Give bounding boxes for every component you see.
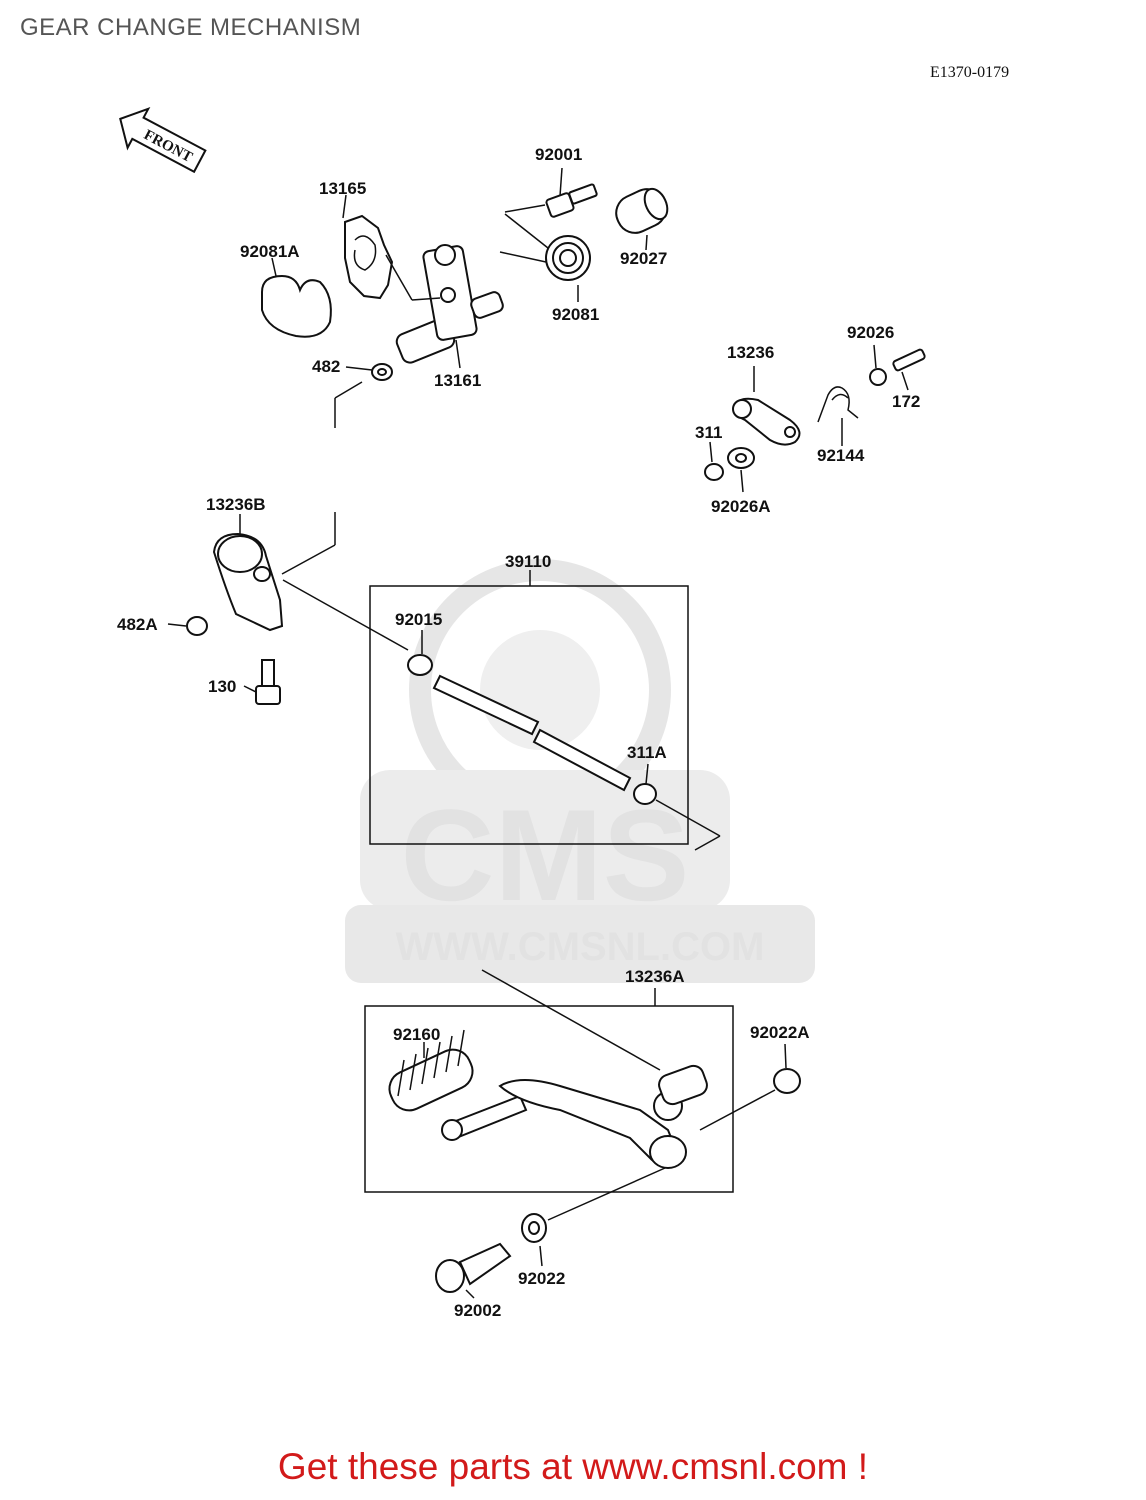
bolt-172 (892, 348, 926, 372)
footer-promo: Get these parts at www.cmsnl.com ! (277, 1446, 869, 1487)
page-title: GEAR CHANGE MECHANISM (20, 14, 362, 41)
label-311A: 311A (627, 743, 667, 762)
watermark: CMS WWW.CMSNL.COM (345, 559, 815, 983)
part-labels: 92001 13165 92081A 92027 92081 482 13161… (117, 145, 920, 1320)
washer-92022A (773, 1068, 801, 1094)
pivot-group (435, 1213, 547, 1299)
label-92026A: 92026A (711, 497, 771, 516)
arm-13236-group (704, 344, 926, 493)
label-92081: 92081 (552, 305, 599, 324)
label-92081A: 92081A (240, 242, 300, 261)
label-92026: 92026 (847, 323, 894, 342)
tie-rod (432, 674, 632, 792)
label-39110: 39110 (505, 552, 551, 571)
label-13236A: 13236A (625, 967, 685, 986)
pedal-box (364, 1005, 734, 1193)
nut-92015 (407, 654, 433, 676)
label-92015: 92015 (395, 610, 442, 629)
label-92027: 92027 (620, 249, 667, 268)
pivot-bolt-92002 (435, 1242, 512, 1293)
torsion-spring-92081 (499, 213, 591, 281)
label-92022A: 92022A (750, 1023, 810, 1042)
shift-shaft-assembly (261, 167, 669, 428)
watermark-brand: CMS (401, 782, 690, 928)
label-130: 130 (208, 677, 236, 696)
washer-92026 (869, 368, 887, 386)
pedal-rubber-92160 (388, 1029, 474, 1112)
spring-92144 (817, 386, 859, 423)
label-482: 482 (312, 357, 340, 376)
pedal-13236A-group (364, 969, 801, 1221)
label-92144: 92144 (817, 446, 865, 465)
label-92022: 92022 (518, 1269, 565, 1288)
front-arrow: FRONT (119, 107, 207, 174)
shift-pedal-13236A (441, 1064, 708, 1169)
label-92002: 92002 (454, 1301, 501, 1320)
bolt-130 (255, 659, 281, 705)
spring-clip-92081A (261, 274, 332, 338)
shift-plate-13165 (344, 214, 394, 300)
nut-311A (633, 783, 657, 805)
tie-rod-box (369, 585, 689, 845)
circlip-482A (186, 616, 208, 636)
label-172: 172 (892, 392, 920, 411)
lever-13236B-group (167, 512, 336, 705)
tie-rod-39110-group (282, 570, 721, 851)
label-311: 311 (695, 423, 722, 442)
label-13161: 13161 (434, 371, 481, 390)
nut-311 (704, 463, 724, 481)
watermark-url: WWW.CMSNL.COM (396, 925, 765, 969)
diagram-code: E1370-0179 (930, 64, 1010, 81)
collar-92027 (615, 187, 669, 234)
label-92160: 92160 (393, 1025, 440, 1044)
label-13236: 13236 (727, 343, 774, 362)
label-92001: 92001 (535, 145, 582, 164)
label-13165: 13165 (319, 179, 366, 198)
label-13236B: 13236B (206, 495, 266, 514)
label-482A: 482A (117, 615, 158, 634)
